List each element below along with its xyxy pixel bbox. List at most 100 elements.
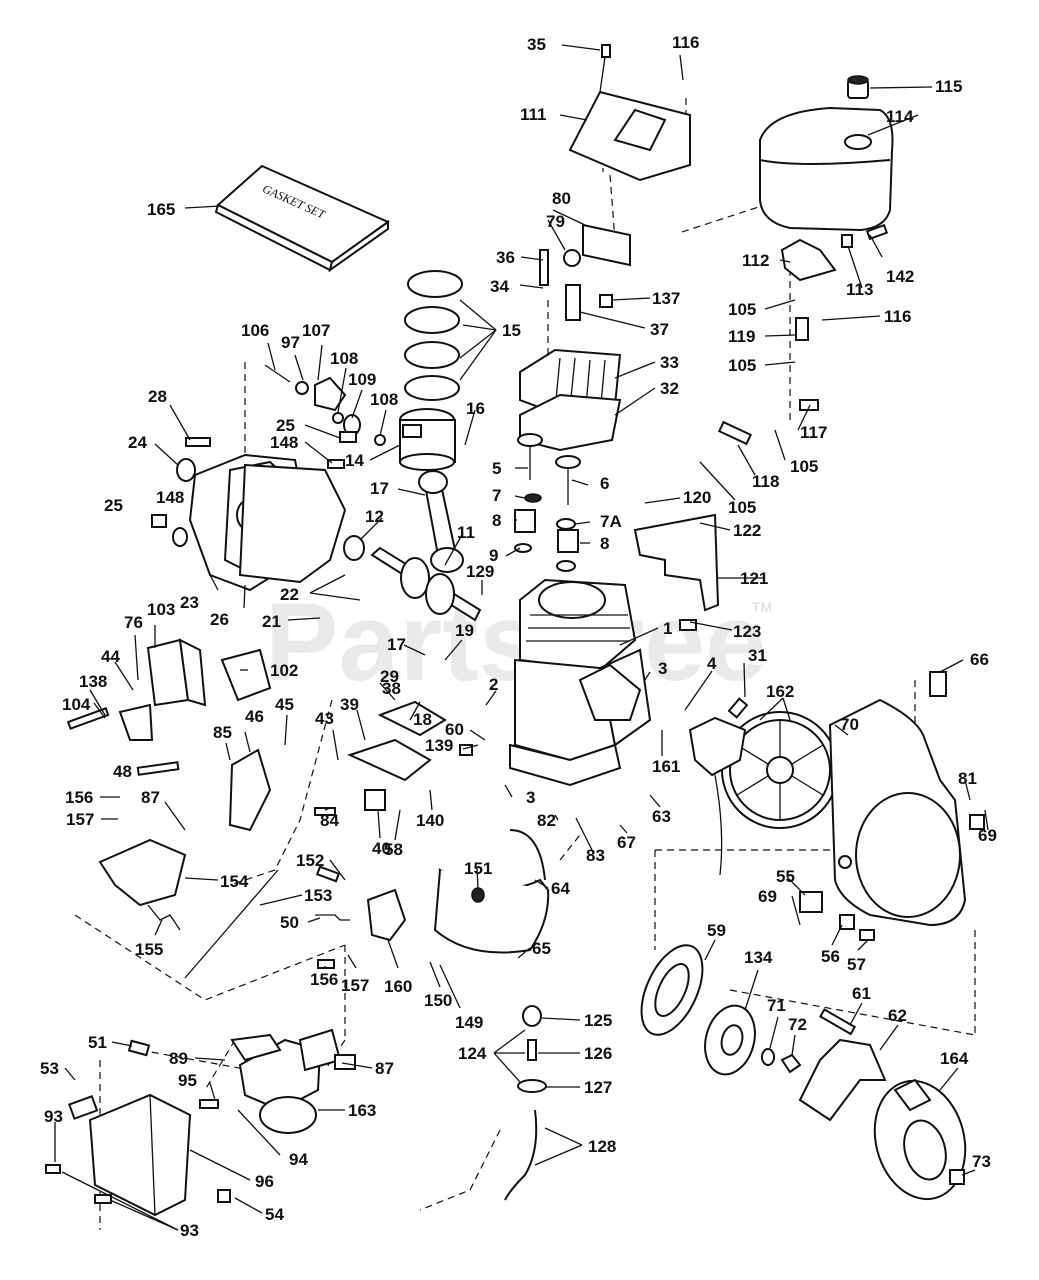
fuel-tank <box>759 75 894 232</box>
starter-bracket <box>798 1008 887 1122</box>
starter-cup <box>704 1004 756 1076</box>
callout: 155 <box>135 940 163 959</box>
callout: 104 <box>62 695 91 714</box>
control-bracket <box>98 838 187 907</box>
callout: 134 <box>744 948 773 967</box>
callout: 108 <box>330 349 358 368</box>
spring-50 <box>315 914 350 921</box>
callout: 113 <box>846 280 873 299</box>
callout: 5 <box>492 459 501 478</box>
callout: 7A <box>600 512 622 531</box>
callout: 46 <box>245 707 264 726</box>
callout: 62 <box>888 1006 907 1025</box>
callout: 111 <box>520 105 547 124</box>
callout: 162 <box>766 682 794 701</box>
callout: 51 <box>88 1033 107 1052</box>
callout: 28 <box>148 387 167 406</box>
callout: 50 <box>280 913 299 932</box>
piston-rings <box>404 270 463 401</box>
callout: 19 <box>455 621 474 640</box>
foam-53 <box>68 1095 99 1120</box>
callout: 69 <box>978 826 997 845</box>
callout: 12 <box>365 507 384 526</box>
callout: 148 <box>270 433 298 452</box>
plug-bracket <box>582 223 631 267</box>
callout: 58 <box>384 840 403 859</box>
governor-spring-155 <box>147 904 181 931</box>
callout: 25 <box>104 496 123 515</box>
callout: 120 <box>683 488 711 507</box>
callout: 149 <box>455 1013 483 1032</box>
callout: 36 <box>496 248 515 267</box>
callout: 114 <box>886 107 914 126</box>
callout: 7 <box>492 486 501 505</box>
callout: 6 <box>600 474 609 493</box>
callout: 105 <box>728 498 756 517</box>
callout: 124 <box>458 1044 487 1063</box>
callout: 129 <box>466 562 494 581</box>
callout: 117 <box>800 423 827 442</box>
callout: 15 <box>502 321 521 340</box>
callout: 105 <box>790 457 818 476</box>
seal-12 <box>343 535 365 561</box>
callout: 39 <box>340 695 359 714</box>
callout: 25 <box>276 416 295 435</box>
callout: 107 <box>302 321 330 340</box>
watermark-trademark: TM <box>752 599 772 615</box>
callout: 105 <box>728 356 756 375</box>
callout: 128 <box>588 1137 616 1156</box>
callout: 35 <box>527 35 546 54</box>
muffler <box>118 638 207 741</box>
callout: 1 <box>663 619 672 638</box>
callout: 103 <box>147 600 175 619</box>
callout: 17 <box>387 635 406 654</box>
callout: 82 <box>537 811 556 830</box>
callout: 83 <box>586 846 605 865</box>
callout: 63 <box>652 807 671 826</box>
callout: 23 <box>180 593 199 612</box>
callout: 37 <box>650 320 669 339</box>
drain-plug-25 <box>151 514 167 528</box>
callout: 89 <box>169 1049 188 1068</box>
callout: 72 <box>788 1015 807 1034</box>
callout: 43 <box>315 709 334 728</box>
callout: 16 <box>466 399 485 418</box>
rotating-screen <box>640 944 704 1036</box>
callout: 4 <box>707 654 717 673</box>
callout: 85 <box>213 723 232 742</box>
callout: 56 <box>821 947 840 966</box>
callout: 118 <box>752 472 779 491</box>
callout: 59 <box>707 921 726 940</box>
callout: 54 <box>265 1205 284 1224</box>
callout: 93 <box>180 1221 199 1240</box>
callout: 139 <box>425 736 453 755</box>
callout: 140 <box>416 811 444 830</box>
callout: 116 <box>884 307 911 326</box>
tank-bracket <box>568 44 691 182</box>
ignition-module <box>688 716 747 876</box>
callout: 157 <box>341 976 369 995</box>
callout: 17 <box>370 479 389 498</box>
callout: 26 <box>210 610 229 629</box>
bolt-28 <box>185 437 211 447</box>
valves <box>514 433 581 572</box>
callout: 156 <box>65 788 93 807</box>
callout: 69 <box>758 887 777 906</box>
callout: 66 <box>970 650 989 669</box>
callout: 32 <box>660 379 679 398</box>
rewind-starter <box>873 1078 967 1201</box>
callout: 165 <box>147 200 175 219</box>
callout: 97 <box>281 333 300 352</box>
cylinder-deflector <box>633 513 720 612</box>
callout: 138 <box>79 672 107 691</box>
callout: 106 <box>241 321 269 340</box>
callout: 123 <box>733 622 761 641</box>
oil-pan <box>433 829 550 954</box>
air-cleaner-cover <box>88 1093 192 1217</box>
callout: 80 <box>552 189 571 208</box>
callout: 34 <box>490 277 509 296</box>
callout: 157 <box>66 810 94 829</box>
crankshaft <box>370 546 482 622</box>
callout: 137 <box>652 289 680 308</box>
